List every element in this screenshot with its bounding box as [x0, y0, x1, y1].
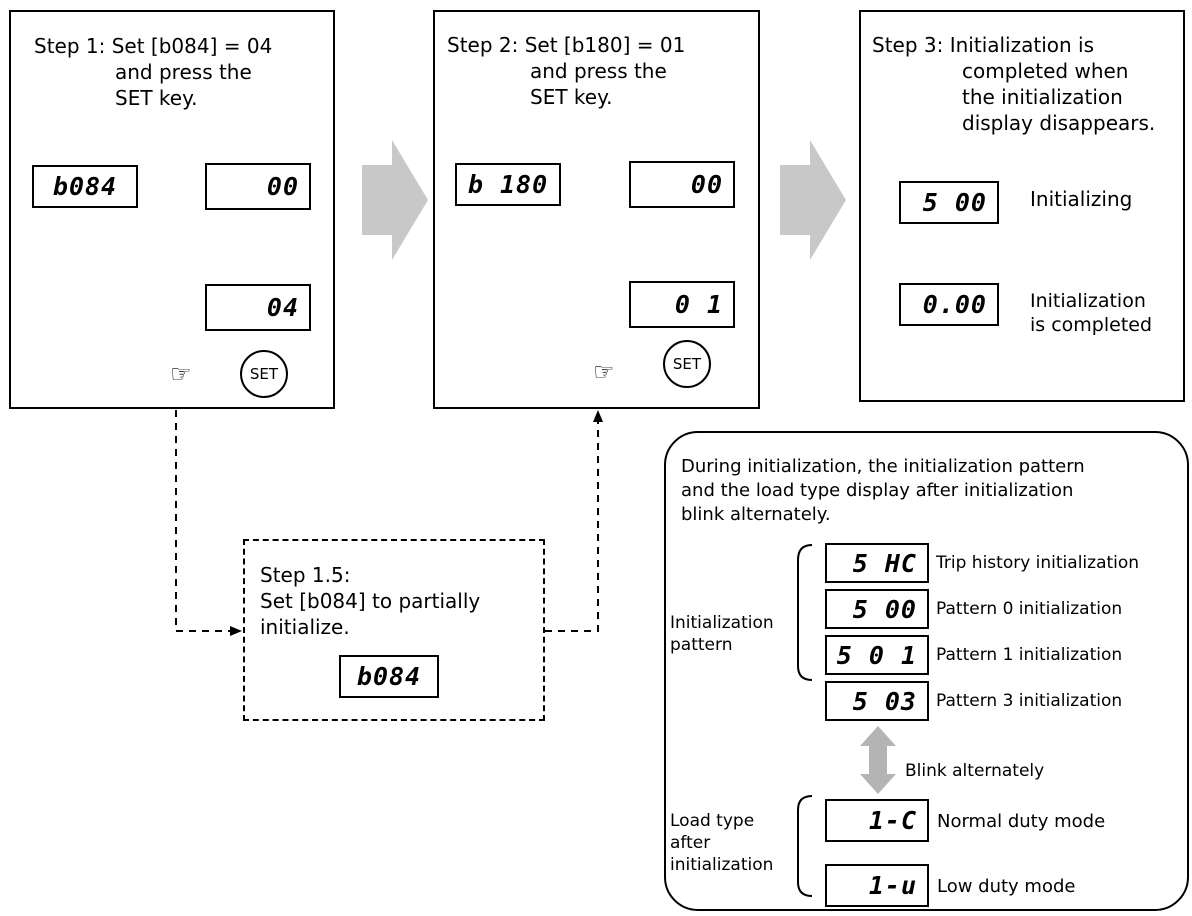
step3-display-completed: 0.00 — [899, 283, 999, 326]
step2-title-line2: and press the — [530, 59, 667, 83]
pattern-label-1: Pattern 1 initialization — [936, 645, 1123, 665]
step2-display-param: b 180 — [455, 163, 561, 206]
dashed-arrow-head-to-step2 — [593, 410, 603, 422]
pattern-label-trip-history: Trip history initialization — [936, 553, 1140, 573]
step2-box — [433, 10, 760, 409]
bracket-initialization-pattern — [797, 544, 813, 681]
step3-title-line1: Step 3: Initialization is — [872, 33, 1095, 57]
step15-box — [243, 539, 545, 721]
step1-title-line2: and press the — [115, 60, 252, 84]
step1-set-key[interactable]: SET — [240, 350, 288, 398]
load-display-low-duty: 1-u — [825, 864, 929, 907]
pattern-display-3: 5 03 — [825, 681, 929, 721]
note-line3: blink alternately. — [681, 504, 831, 525]
step15-title-line2: Set [b084] to partially — [260, 589, 481, 613]
note-line1: During initialization, the initializatio… — [681, 456, 1085, 477]
step1-display-param: b084 — [32, 165, 138, 208]
step2-display-initial: 00 — [629, 161, 735, 208]
blink-alternately-label: Blink alternately — [905, 761, 1045, 781]
step3-display-initializing: 5 00 — [899, 181, 999, 224]
pointing-hand-icon: ☞ — [170, 360, 192, 388]
flow-arrow-step2-to-step3 — [780, 140, 846, 260]
step2-display-set: 0 1 — [629, 281, 735, 328]
pattern-group-label-line2: pattern — [670, 635, 733, 655]
dashed-arrow-head-to-step15 — [230, 626, 242, 636]
step2-title-line1: Step 2: Set [b180] = 01 — [447, 33, 686, 57]
pattern-display-trip-history: 5 HC — [825, 543, 929, 583]
step3-label-initializing: Initializing — [1030, 187, 1133, 211]
load-label-normal-duty: Normal duty mode — [937, 811, 1106, 832]
load-group-label-line2: after — [670, 833, 711, 853]
pattern-display-1: 5 0 1 — [825, 635, 929, 675]
step3-box — [859, 10, 1185, 402]
pattern-group-label-line1: Initialization — [670, 613, 774, 633]
step3-label-completed-line1: Initialization — [1030, 290, 1146, 312]
step1-title-line3: SET key. — [115, 86, 198, 110]
pattern-display-0: 5 00 — [825, 589, 929, 629]
dashed-connector-step15-to-step2 — [545, 420, 599, 632]
step3-title-line4: display disappears. — [962, 111, 1156, 135]
step15-title-line1: Step 1.5: — [260, 563, 351, 587]
step2-set-key[interactable]: SET — [663, 340, 711, 388]
load-group-label-line1: Load type — [670, 811, 755, 831]
step3-title-line2: completed when — [962, 59, 1129, 83]
step1-display-initial: 00 — [205, 163, 311, 210]
load-group-label-line3: initialization — [670, 855, 774, 875]
load-display-normal-duty: 1-C — [825, 799, 929, 842]
pattern-label-3: Pattern 3 initialization — [936, 691, 1123, 711]
pattern-label-0: Pattern 0 initialization — [936, 599, 1123, 619]
step15-display-param: b084 — [339, 655, 439, 698]
step3-title-line3: the initialization — [962, 85, 1123, 109]
load-label-low-duty: Low duty mode — [937, 876, 1076, 897]
note-box — [664, 431, 1189, 911]
note-line2: and the load type display after initiali… — [681, 480, 1074, 501]
step1-display-set: 04 — [205, 284, 311, 331]
step15-title-line3: initialize. — [260, 615, 350, 639]
blink-double-arrow — [860, 726, 896, 794]
flow-arrow-step1-to-step2 — [362, 140, 428, 260]
step3-label-completed-line2: is completed — [1030, 314, 1153, 336]
step1-title-line1: Step 1: Set [b084] = 04 — [34, 34, 273, 58]
step2-title-line3: SET key. — [530, 85, 613, 109]
dashed-connector-step1-to-step15 — [175, 410, 232, 632]
bracket-load-type — [797, 795, 813, 897]
pointing-hand-icon: ☞ — [593, 358, 615, 386]
